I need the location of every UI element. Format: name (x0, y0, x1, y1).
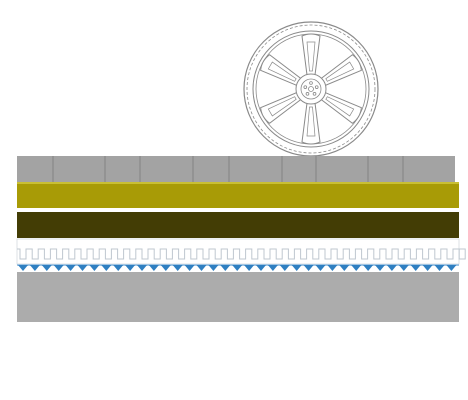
membrane-dimple (386, 265, 397, 271)
membrane-dimple (398, 265, 409, 271)
membrane-dimple (256, 265, 266, 271)
membrane-dimple (375, 265, 385, 271)
membrane-dimple (339, 265, 350, 271)
paver-joints (52, 156, 404, 182)
membrane-dimple (125, 265, 136, 271)
membrane-dimple (160, 265, 171, 271)
membrane-dimple (18, 265, 28, 271)
membrane-dimple (184, 265, 195, 271)
drainage-board-profile (17, 248, 466, 260)
membrane-dimple (303, 265, 314, 271)
drainage-board-layer (16, 238, 466, 265)
membrane-dimple (446, 265, 457, 271)
membrane-dimple (351, 265, 362, 271)
membrane-dimple (267, 265, 278, 271)
concrete-slab (17, 272, 459, 322)
membrane-dimple (315, 265, 326, 271)
membrane-dimple (101, 265, 112, 271)
membrane-dimple (363, 265, 374, 271)
membrane-dimple (41, 265, 52, 271)
membrane-dimple (291, 265, 302, 271)
membrane-dimple (137, 265, 147, 271)
membrane-dimple (434, 265, 445, 271)
membrane-dimple (172, 265, 183, 271)
paver-course (17, 156, 455, 182)
membrane-dimple (232, 265, 243, 271)
geotextile-layer (17, 212, 459, 238)
membrane-dimple (77, 265, 88, 271)
membrane-dimple (196, 265, 207, 271)
membrane-dimple (410, 265, 421, 271)
membrane-dimple (29, 265, 40, 271)
membrane-dimple (113, 265, 124, 271)
wheel-icon (243, 21, 379, 157)
membrane-dimple (53, 265, 64, 271)
membrane-dimple (220, 265, 231, 271)
waterproofing-membrane (17, 264, 459, 271)
membrane-dimple (208, 265, 219, 271)
bedding-layer (17, 182, 459, 211)
paver-layer (17, 156, 455, 182)
membrane-dimple (89, 265, 100, 271)
membrane-dimple (422, 265, 433, 271)
membrane-dimple (65, 265, 76, 271)
membrane-dimple (244, 265, 255, 271)
membrane-dimple (327, 265, 338, 271)
membrane-dimple (279, 265, 290, 271)
membrane-dimple (148, 265, 159, 271)
